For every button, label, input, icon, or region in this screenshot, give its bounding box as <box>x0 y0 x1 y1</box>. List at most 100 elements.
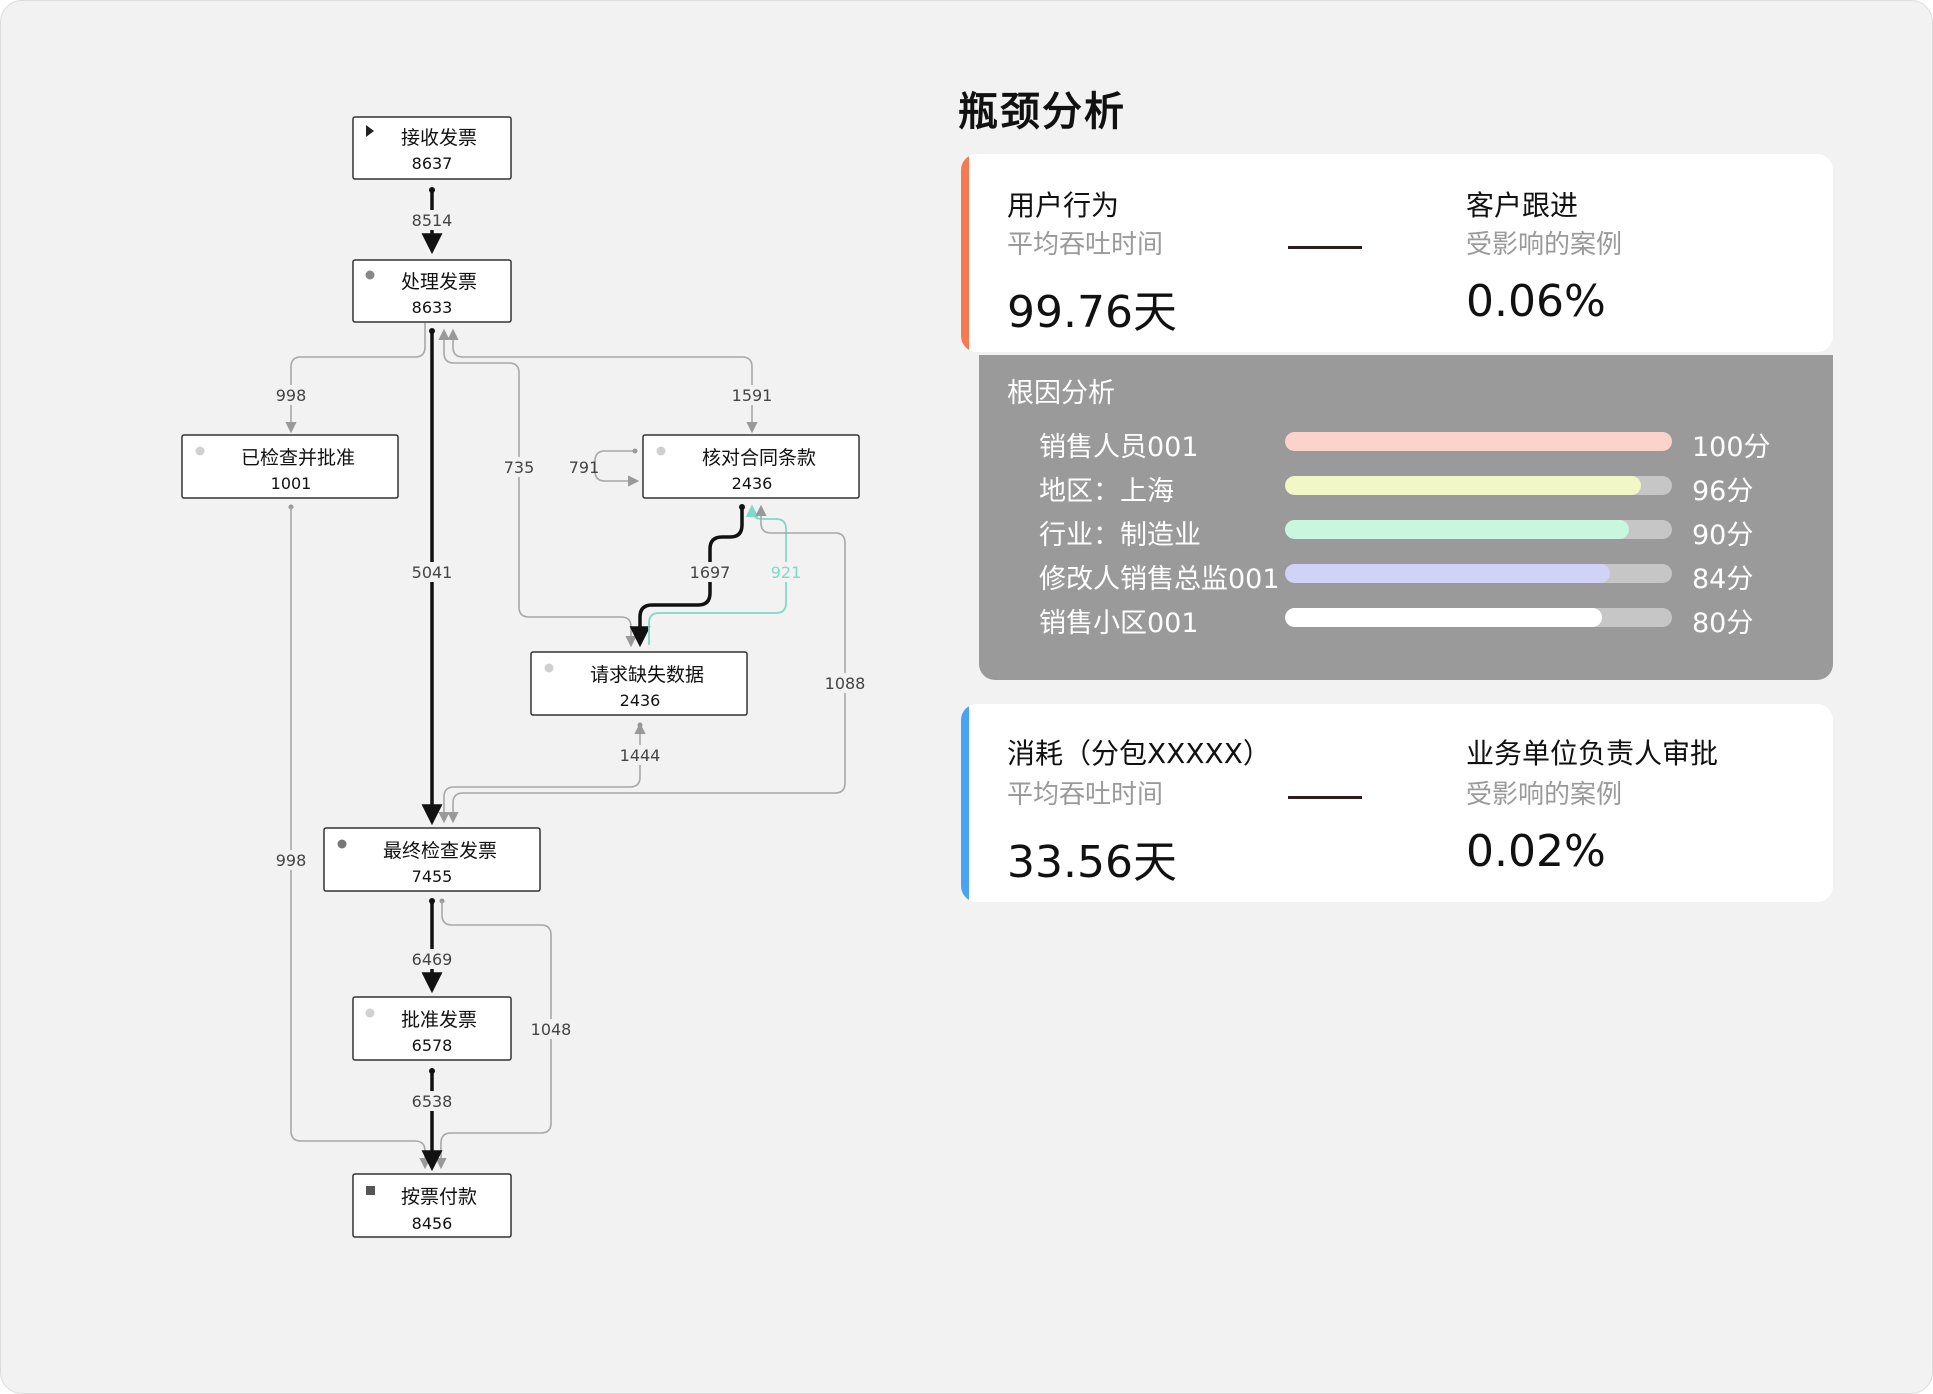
root-cause-score: 80分 <box>1692 608 1754 639</box>
edge-label: 1048 <box>531 1020 572 1039</box>
edges: 8514 998 1591 735 <box>273 187 868 1172</box>
dot-icon <box>656 446 666 456</box>
edge-label: 998 <box>276 851 307 870</box>
score-bar-fill <box>1285 564 1611 583</box>
edge-process-checked[interactable]: 998 <box>273 323 426 434</box>
edge-label: 6469 <box>412 950 453 969</box>
node-count: 8633 <box>412 298 453 317</box>
edge-process-request[interactable]: 735 <box>438 328 637 648</box>
edge-label: 6538 <box>412 1092 453 1111</box>
root-cause-title: 根因分析 <box>1007 378 1115 409</box>
node-count: 7455 <box>412 867 453 886</box>
node-name: 核对合同条款 <box>702 447 816 469</box>
dot-icon <box>337 839 347 849</box>
root-cause-row[interactable]: 销售人员001 100分 <box>979 425 1833 463</box>
edge-checked-pay[interactable]: 998 <box>273 504 431 1170</box>
node-count: 2436 <box>620 691 661 710</box>
edge-approve-pay[interactable]: 6538 <box>410 1068 454 1172</box>
card-left-label: 消耗（分包XXXXX） <box>1007 737 1271 770</box>
root-cause-row[interactable]: 行业：制造业 90分 <box>979 513 1833 551</box>
card-right-value: 0.06% <box>1466 276 1606 327</box>
card-connector <box>1288 796 1362 799</box>
score-bar-fill <box>1285 432 1672 451</box>
root-cause-name: 销售小区001 <box>1039 608 1199 639</box>
edge-receive-process[interactable]: 8514 <box>410 187 454 255</box>
node-verify[interactable]: 核对合同条款 2436 <box>642 434 860 499</box>
root-cause-score: 84分 <box>1692 564 1754 595</box>
play-icon <box>366 125 374 137</box>
node-name: 接收发票 <box>401 127 477 149</box>
node-count: 8456 <box>412 1214 453 1233</box>
root-cause-row[interactable]: 地区：上海 96分 <box>979 469 1833 507</box>
edge-final-approve[interactable]: 6469 <box>410 898 454 994</box>
process-map: 8514 998 1591 735 <box>181 116 868 1238</box>
node-final[interactable]: 最终检查发票 7455 <box>323 827 541 892</box>
dot-icon <box>365 270 375 280</box>
root-cause-score: 96分 <box>1692 476 1754 507</box>
score-bar <box>1285 520 1672 539</box>
score-bar <box>1285 476 1672 495</box>
edge-label: 1697 <box>690 563 731 582</box>
node-approve[interactable]: 批准发票 6578 <box>352 996 512 1061</box>
score-bar <box>1285 564 1672 583</box>
root-cause-row[interactable]: 销售小区001 80分 <box>979 601 1833 639</box>
edge-process-final[interactable]: 5041 <box>410 328 454 826</box>
node-count: 1001 <box>271 474 312 493</box>
card-connector <box>1288 246 1362 249</box>
root-cause-panel: 根因分析 销售人员001 100分 地区：上海 96分 行业：制造业 90分 修… <box>979 355 1833 680</box>
score-bar-fill <box>1285 476 1642 495</box>
card-right-value: 0.02% <box>1466 826 1606 877</box>
score-bar-fill <box>1285 608 1603 627</box>
node-count: 8637 <box>412 154 453 173</box>
card-left-value: 99.76天 <box>1007 287 1177 338</box>
edge-process-verify[interactable]: 1591 <box>447 328 775 434</box>
nodes: 接收发票 8637 处理发票 8633 已检查并批准 1001 核对合同条款 2… <box>181 116 860 1238</box>
node-name: 最终检查发票 <box>383 840 497 862</box>
bottleneck-card[interactable]: 消耗（分包XXXXX） 平均吞吐时间 33.56天 业务单位负责人审批 受影响的… <box>961 704 1833 902</box>
root-cause-name: 行业：制造业 <box>1039 520 1201 551</box>
card-accent <box>961 704 969 902</box>
card-right-label: 客户跟进 <box>1466 189 1579 222</box>
card-left-sub: 平均吞吐时间 <box>1007 230 1164 260</box>
edge-label: 791 <box>569 458 600 477</box>
edge-verify-request[interactable]: 1697 <box>629 504 745 648</box>
score-bar <box>1285 608 1672 627</box>
card-right-label: 业务单位负责人审批 <box>1466 737 1719 770</box>
square-icon <box>366 1186 375 1195</box>
node-count: 2436 <box>732 474 773 493</box>
node-checked[interactable]: 已检查并批准 1001 <box>181 434 399 499</box>
node-pay[interactable]: 按票付款 8456 <box>352 1173 512 1238</box>
node-name: 处理发票 <box>401 271 477 293</box>
node-count: 6578 <box>412 1036 453 1055</box>
node-name: 批准发票 <box>401 1009 477 1031</box>
node-process[interactable]: 处理发票 8633 <box>352 259 512 323</box>
node-name: 请求缺失数据 <box>590 664 704 686</box>
edge-label: 735 <box>504 458 535 477</box>
edge-request-verify[interactable]: 921 <box>648 504 804 645</box>
bottleneck-card[interactable]: 用户行为 平均吞吐时间 99.76天 客户跟进 受影响的案例 0.06% <box>961 154 1833 352</box>
edge-label: 1088 <box>825 674 866 693</box>
node-name: 已检查并批准 <box>241 447 355 469</box>
edge-request-final[interactable]: 1444 <box>438 722 663 824</box>
edge-verify-final[interactable]: 1088 <box>447 504 868 824</box>
score-bar <box>1285 432 1672 451</box>
edge-final-pay[interactable]: 1048 <box>435 898 575 1170</box>
edge-label: 998 <box>276 386 307 405</box>
node-request[interactable]: 请求缺失数据 2436 <box>530 651 748 716</box>
card-accent <box>961 154 969 352</box>
edge-label: 1591 <box>732 386 773 405</box>
dot-icon <box>365 1008 375 1018</box>
root-cause-row[interactable]: 修改人销售总监001 84分 <box>979 557 1833 595</box>
node-receive[interactable]: 接收发票 8637 <box>352 116 512 180</box>
edge-verify-loop[interactable]: 791 <box>569 448 640 487</box>
card-right-sub: 受影响的案例 <box>1466 230 1623 260</box>
root-cause-name: 地区：上海 <box>1039 476 1174 507</box>
edge-label: 921 <box>771 563 802 582</box>
root-cause-score: 100分 <box>1692 432 1771 463</box>
panel-title: 瓶颈分析 <box>958 89 1126 135</box>
score-bar-fill <box>1285 520 1630 539</box>
node-name: 按票付款 <box>401 1186 477 1208</box>
dot-icon <box>195 446 205 456</box>
edge-label: 8514 <box>412 211 453 230</box>
